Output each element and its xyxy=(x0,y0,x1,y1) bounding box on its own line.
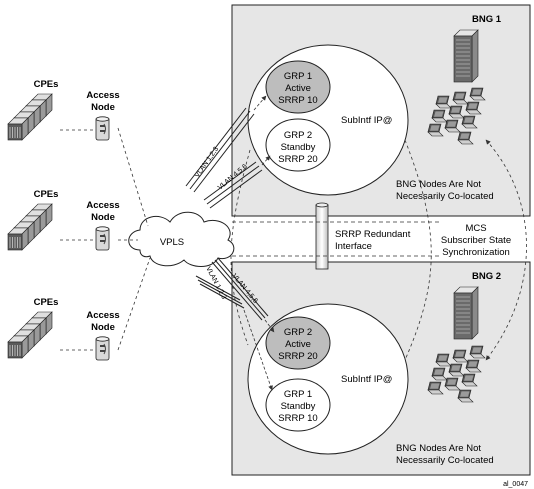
link-access3-vpls xyxy=(117,257,151,351)
bng1-server-icon xyxy=(453,29,479,83)
figure-id: al_0047 xyxy=(503,481,528,488)
srrp-interface-line2: Interface xyxy=(335,241,372,252)
site1-cpe-icon xyxy=(8,94,52,140)
mcs-line2: Subscriber State xyxy=(441,235,511,246)
mcs-line3: Synchronization xyxy=(442,247,510,258)
site1-access-line2: Node xyxy=(91,102,115,113)
bng2-note-line1: BNG Nodes Are Not xyxy=(396,443,481,454)
bng2-grp1-name: GRP 1 xyxy=(284,389,312,400)
site1-cpe-label: CPEs xyxy=(34,79,59,90)
bng1-grp1-active-ellipse xyxy=(265,60,331,114)
bng1-grp1-state: Active xyxy=(285,83,311,94)
bng1-grp2-name: GRP 2 xyxy=(284,130,312,141)
site3-access-node-icon xyxy=(95,336,110,361)
bng2-grp2-active-ellipse xyxy=(265,316,331,370)
srrp-interface-link xyxy=(315,204,329,270)
vpls-cloud xyxy=(128,211,235,267)
link-access1-vpls xyxy=(117,127,149,227)
mcs-line1: MCS xyxy=(465,223,486,234)
site3-access-line1: Access xyxy=(86,310,119,321)
mcs-sync-arrow xyxy=(485,139,527,361)
site2-cpe-icon xyxy=(8,204,52,250)
bng1-note-line2: Necessarily Co-located xyxy=(396,191,494,202)
bng2-grp1-state: Standby xyxy=(281,401,316,412)
sync-arc-left xyxy=(230,149,251,346)
site3-cpe-icon xyxy=(8,312,52,358)
bng1-grp2-srrp: SRRP 20 xyxy=(278,154,317,165)
site1-access-line1: Access xyxy=(86,90,119,101)
site2-cpe-label: CPEs xyxy=(34,189,59,200)
srrp-link-top xyxy=(315,202,329,208)
bng1-grp2-standby-ellipse xyxy=(265,118,331,172)
bng2-note-line2: Necessarily Co-located xyxy=(396,455,494,466)
bng2-title: BNG 2 xyxy=(472,271,501,282)
bng1-grp1-name: GRP 1 xyxy=(284,71,312,82)
site2-access-line1: Access xyxy=(86,200,119,211)
srrp-interface-line1: SRRP Redundant xyxy=(335,229,411,240)
vlan-bundle-bot-b xyxy=(211,257,269,321)
site1-access-node-icon xyxy=(95,116,110,141)
bng1-note-line1: BNG Nodes Are Not xyxy=(396,179,481,190)
bng2-grp1-standby-ellipse xyxy=(265,378,331,432)
vlan-top-a-arrow xyxy=(253,95,267,111)
vlan-bundle-bot-a xyxy=(195,275,245,309)
vlan-top-b-arrow xyxy=(261,155,271,166)
bng2-grp2-state: Active xyxy=(285,339,311,350)
site3-access-line2: Node xyxy=(91,322,115,333)
bng1-grp2-state: Standby xyxy=(281,142,316,153)
vlan-bundle-top-a xyxy=(185,107,255,193)
vlan-bot-a-arrow xyxy=(243,309,273,391)
vpls-label: VPLS xyxy=(160,237,184,248)
bng2-grp2-name: GRP 2 xyxy=(284,327,312,338)
bng2-grp2-srrp: SRRP 20 xyxy=(278,351,317,362)
bng1-subintf-label: SubIntf IP@ xyxy=(341,115,392,126)
vlan-bot-b-arrow xyxy=(264,319,275,333)
bng2-grp1-srrp: SRRP 10 xyxy=(278,413,317,424)
vlan-bundle-top-b xyxy=(203,161,263,209)
bng1-grp1-srrp: SRRP 10 xyxy=(278,95,317,106)
site3-cpe-label: CPEs xyxy=(34,297,59,308)
site2-access-node-icon xyxy=(95,226,110,251)
bng2-subintf-label: SubIntf IP@ xyxy=(341,374,392,385)
site2-access-line2: Node xyxy=(91,212,115,223)
bng1-title: BNG 1 xyxy=(472,14,502,25)
bng2-server-icon xyxy=(453,286,479,340)
